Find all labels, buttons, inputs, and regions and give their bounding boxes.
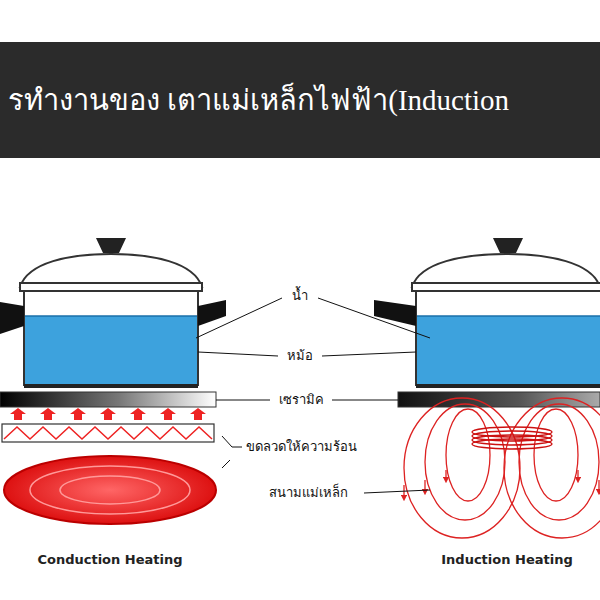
figure-caption: Conduction Heating: [37, 552, 182, 568]
conduction-pot: [0, 238, 226, 388]
leader-lines: [196, 298, 430, 493]
part-label: ขดลวดให้ความร้อน: [244, 439, 359, 455]
part-label: หม้อ: [285, 348, 315, 364]
heating-coil: [2, 424, 214, 442]
part-label: สนามแม่เหล็ก: [267, 485, 350, 501]
ceramic-plate: [398, 392, 600, 407]
magnetic-field: [404, 398, 600, 538]
hot-plate: [4, 456, 216, 524]
induction-coil: [472, 427, 552, 449]
figure-caption: Induction Heating: [441, 552, 572, 568]
title: รทำงานของ เตาแม่เหล็กไฟฟ้า(Induction: [8, 82, 509, 118]
title-banner: [0, 42, 600, 158]
part-label: เซรามิค: [277, 392, 326, 408]
ceramic-plate: [0, 392, 216, 407]
coil-zigzag: [4, 427, 212, 439]
heat-arrows: [10, 408, 206, 420]
part-label: น้ำ: [290, 288, 310, 304]
induction-pot: [374, 238, 600, 388]
